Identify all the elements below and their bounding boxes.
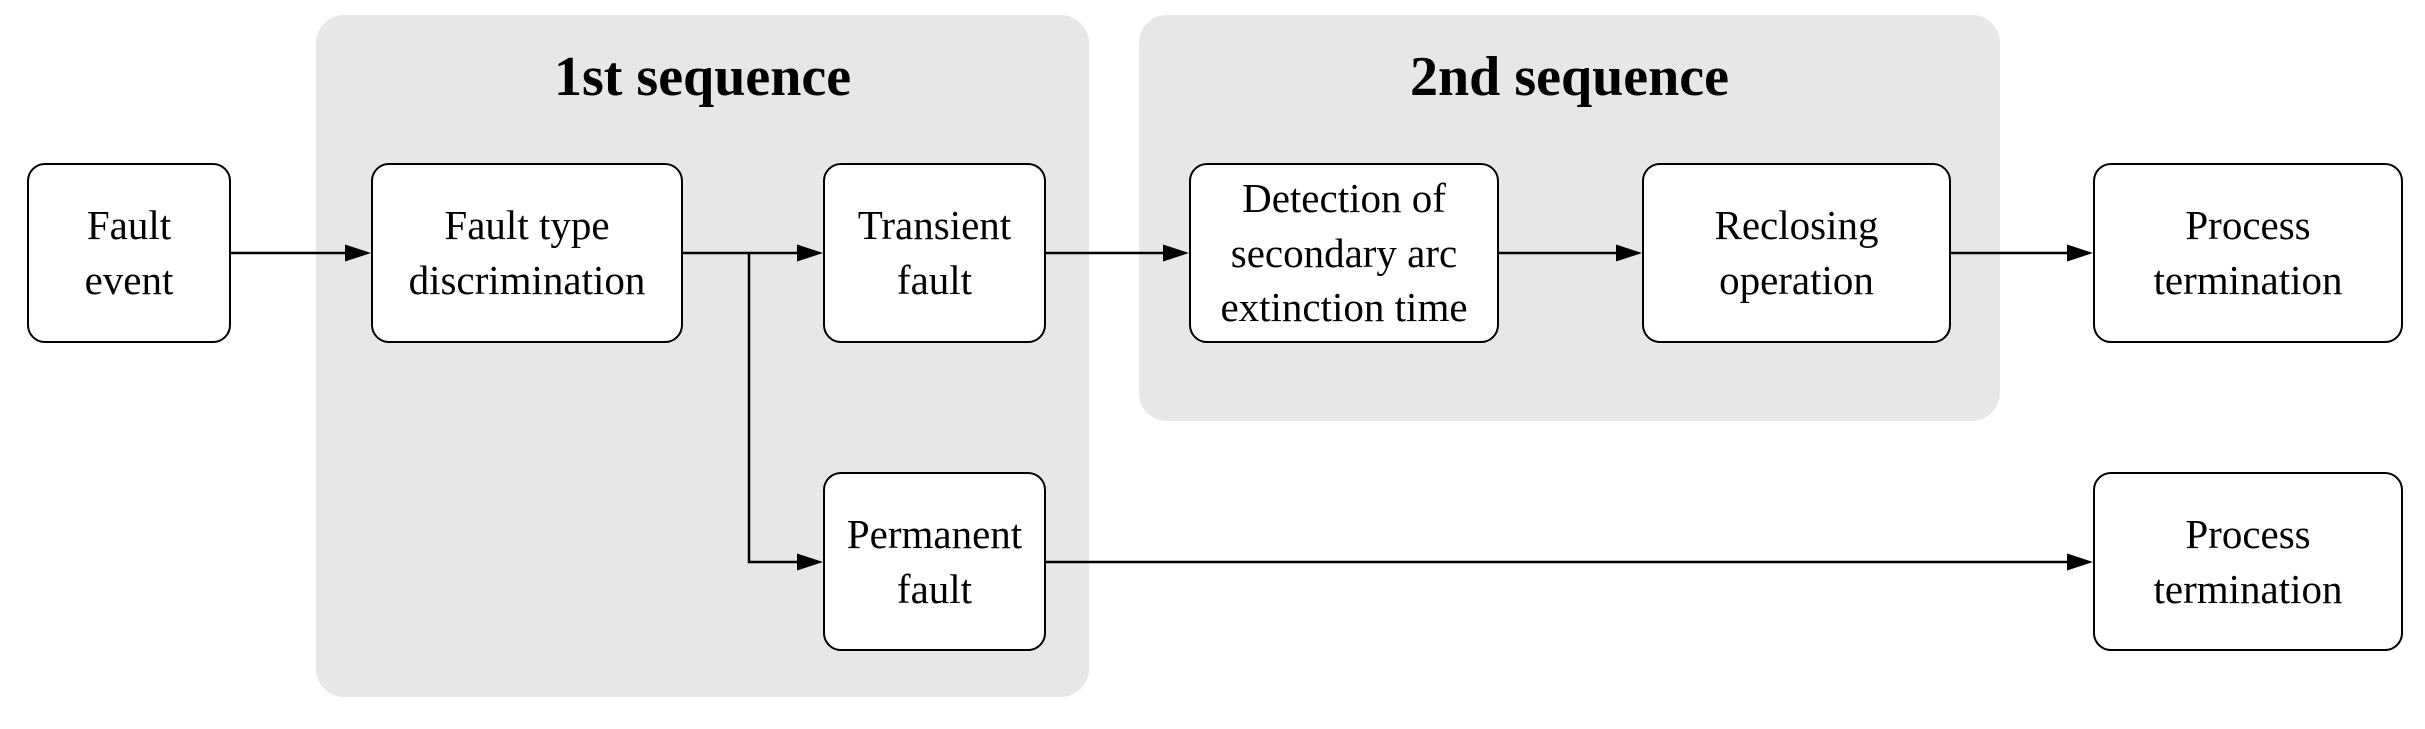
- node-permanent-fault: Permanent fault: [823, 472, 1046, 651]
- node-fault-type-discrimination: Fault type discrimination: [371, 163, 683, 343]
- node-fault-event: Fault event: [27, 163, 231, 343]
- region-2nd-sequence-label: 2nd sequence: [1410, 46, 1729, 108]
- node-permanent-fault-label: Permanent fault: [846, 510, 1023, 612]
- node-transient-fault: Transient fault: [823, 163, 1046, 343]
- node-detection-secondary-arc-label: Detection of secondary arc extinction ti…: [1220, 175, 1468, 331]
- region-1st-sequence: 1st sequence: [316, 15, 1089, 697]
- node-reclosing-operation: Reclosing operation: [1642, 163, 1951, 343]
- node-reclosing-operation-label: Reclosing operation: [1714, 202, 1879, 303]
- region-1st-sequence-label: 1st sequence: [553, 46, 852, 108]
- node-process-termination-top: Process termination: [2093, 163, 2403, 343]
- node-process-termination-top-label: Process termination: [2153, 202, 2343, 303]
- edge-permanent-to-termination: [1046, 553, 2093, 571]
- node-transient-fault-label: Transient fault: [857, 202, 1012, 303]
- node-fault-event-label: Fault event: [84, 202, 174, 303]
- node-process-termination-bottom: Process termination: [2093, 472, 2403, 651]
- node-detection-secondary-arc: Detection of secondary arc extinction ti…: [1189, 163, 1499, 343]
- node-fault-type-discrimination-label: Fault type discrimination: [408, 202, 646, 303]
- node-process-termination-bottom-label: Process termination: [2153, 510, 2343, 612]
